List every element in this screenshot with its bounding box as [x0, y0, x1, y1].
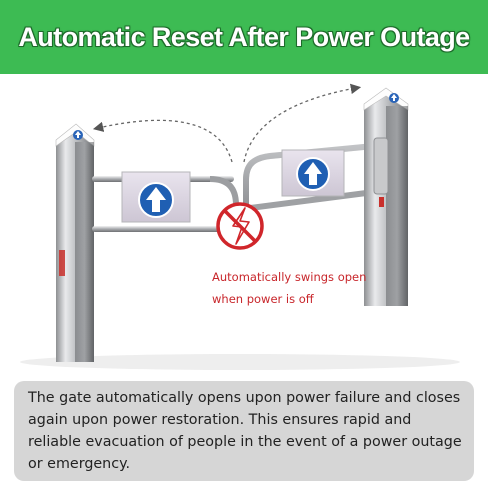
swing-gate-illustration [20, 83, 460, 370]
left-gate-arm [92, 171, 239, 232]
right-gate-arm [243, 143, 375, 212]
caption-line-2: when power is off [212, 292, 314, 306]
caption-line-1: Automatically swings open [212, 270, 367, 284]
left-swing-arc [92, 119, 233, 163]
banner-title: Automatic Reset After Power Outage [18, 21, 470, 52]
right-swing-arc [243, 83, 362, 163]
description-text: The gate automatically opens upon power … [28, 390, 462, 472]
right-gate-post [363, 87, 409, 306]
description-box: The gate automatically opens upon power … [14, 381, 474, 481]
title-banner: Automatic Reset After Power Outage [0, 0, 488, 74]
power-off-prohibited-icon [216, 202, 264, 250]
left-gate-post [55, 123, 95, 362]
